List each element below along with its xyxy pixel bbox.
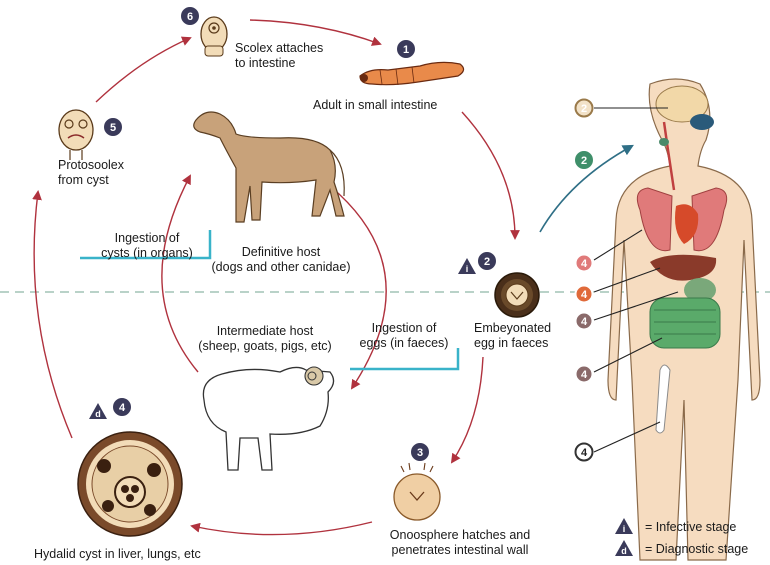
hydatid-cyst-illustration bbox=[78, 432, 182, 536]
human-marker-1: 2 bbox=[576, 100, 593, 117]
protoscolex-label: Protosoolex from cyst bbox=[58, 158, 124, 188]
protoscolex-label-line1: Protosoolex bbox=[58, 158, 124, 173]
arrow-protoscolex-to-scolex bbox=[96, 38, 190, 102]
stage-6-marker-text: 6 bbox=[187, 11, 193, 23]
human-marker-1-text: 2 bbox=[581, 103, 587, 115]
ingestion-cysts-label: Ingestion of cysts (in organs) bbox=[84, 231, 210, 261]
egg-illustration bbox=[495, 273, 539, 317]
adult-label: Adult in small intestine bbox=[313, 98, 437, 113]
ingestion-eggs-bracket bbox=[350, 348, 458, 369]
human-infection-marker-text: 2 bbox=[581, 155, 587, 167]
intermediate-host-label: Intermediate host (sheep, goats, pigs, e… bbox=[185, 324, 345, 354]
stage-5-marker: 5 bbox=[105, 119, 122, 136]
intermediate-host-line1: Intermediate host bbox=[185, 324, 345, 339]
stage-3-marker-text: 3 bbox=[417, 447, 423, 459]
scolex-label-line1: Scolex attaches bbox=[235, 41, 323, 56]
human-marker-2: 4 bbox=[576, 255, 593, 272]
intermediate-host-line2: (sheep, goats, pigs, etc) bbox=[185, 339, 345, 354]
infective-badge-egg-letter: i bbox=[466, 264, 469, 274]
arrow-adult-to-egg bbox=[462, 112, 515, 238]
dog-illustration bbox=[194, 112, 344, 222]
definitive-host-label: Definitive host (dogs and other canidae) bbox=[196, 245, 366, 275]
human-marker-6-text: 4 bbox=[581, 447, 588, 459]
human-marker-5-text: 4 bbox=[581, 369, 588, 381]
legend-infective-text: = Infective stage bbox=[645, 520, 736, 535]
stage-2-marker: 2 bbox=[479, 253, 496, 270]
stage-4-marker-text: 4 bbox=[119, 402, 126, 414]
hydatid-label: Hydalid cyst in liver, lungs, etc bbox=[34, 547, 201, 562]
protoscolex-label-line2: from cyst bbox=[58, 173, 124, 188]
legend-diagnostic-icon: d bbox=[615, 540, 633, 556]
human-marker-4-text: 4 bbox=[581, 316, 588, 328]
diagnostic-badge-cyst: d bbox=[89, 403, 107, 419]
stage-4-marker: 4 bbox=[114, 399, 131, 416]
human-marker-2-text: 4 bbox=[581, 258, 588, 270]
diagnostic-badge-cyst-letter: d bbox=[95, 409, 101, 419]
oncosphere-label: Onoosphere hatches and penetrates intest… bbox=[372, 528, 548, 558]
oncosphere-label-line2: penetrates intestinal wall bbox=[372, 543, 548, 558]
definitive-host-line2: (dogs and other canidae) bbox=[196, 260, 366, 275]
stage-6-marker: 6 bbox=[182, 8, 199, 25]
legend-diagnostic-icon-letter: d bbox=[621, 546, 627, 556]
oncosphere-label-line1: Onoosphere hatches and bbox=[372, 528, 548, 543]
arrow-egg-to-oncosphere bbox=[452, 357, 483, 462]
ingestion-eggs-label: Ingestion of eggs (in faeces) bbox=[352, 321, 456, 351]
human-marker-3-text: 4 bbox=[581, 289, 588, 301]
human-marker-3: 4 bbox=[576, 286, 593, 303]
adult-worm-illustration bbox=[360, 62, 464, 85]
human-infection-marker: 2 bbox=[576, 152, 593, 169]
human-marker-4: 4 bbox=[576, 313, 593, 330]
human-marker-6: 4 bbox=[576, 444, 593, 461]
legend-infective-icon-letter: i bbox=[623, 524, 626, 534]
egg-label-line1: Embeyonated bbox=[474, 321, 551, 336]
arrow-cyst-to-protoscolex bbox=[34, 192, 72, 438]
arrow-oncosphere-to-cyst bbox=[192, 522, 372, 535]
ingestion-cysts-line1: Ingestion of bbox=[84, 231, 210, 246]
definitive-host-line1: Definitive host bbox=[196, 245, 366, 260]
ingestion-eggs-line1: Ingestion of bbox=[352, 321, 456, 336]
oncosphere-illustration bbox=[394, 463, 440, 520]
ingestion-eggs-line2: eggs (in faeces) bbox=[352, 336, 456, 351]
sheep-illustration bbox=[203, 367, 333, 470]
legend-infective-icon: i bbox=[615, 518, 633, 534]
infective-badge-egg: i bbox=[458, 258, 476, 274]
stage-1-marker-text: 1 bbox=[403, 44, 409, 56]
human-marker-5: 4 bbox=[576, 366, 593, 383]
legend-diagnostic-text: = Diagnostic stage bbox=[645, 542, 748, 557]
stage-5-marker-text: 5 bbox=[110, 122, 116, 134]
ingestion-cysts-line2: cysts (in organs) bbox=[84, 246, 210, 261]
egg-label: Embeyonated egg in faeces bbox=[474, 321, 551, 351]
stage-2-marker-text: 2 bbox=[484, 256, 490, 268]
protoscolex-illustration bbox=[59, 110, 93, 160]
stage-3-marker: 3 bbox=[412, 444, 429, 461]
stage-1-marker: 1 bbox=[398, 41, 415, 58]
egg-label-line2: egg in faeces bbox=[474, 336, 551, 351]
scolex-label: Scolex attaches to intestine bbox=[235, 41, 323, 71]
scolex-illustration bbox=[201, 17, 227, 56]
scolex-label-line2: to intestine bbox=[235, 56, 323, 71]
human-body-illustration bbox=[608, 79, 760, 560]
